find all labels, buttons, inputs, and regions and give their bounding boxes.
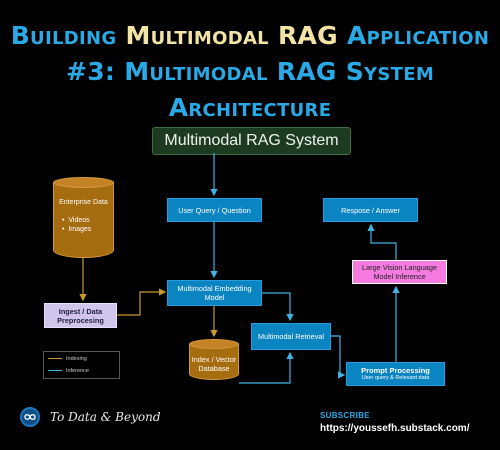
logo-text: To Data & Beyond [50,410,161,424]
title-highlight: Multimodal RAG [125,21,338,50]
title-line-3: Architecture [168,93,332,122]
page-title: Building Multimodal RAG Application #3: … [0,18,500,126]
legend-inference: Inference [48,367,89,375]
arrow-ingest-to-embedding [117,288,167,316]
prompt-processing-subtitle: User query & Relevant data [361,375,430,381]
ingest-box: Ingest / Data Preprocesing [44,303,117,328]
retrieval-box: Multimodal Retrieval [251,323,331,350]
enterprise-data-cylinder-top [53,177,114,188]
subscribe-label: SUBSCRIBE [320,411,370,420]
legend: Indexing Inference [43,351,120,379]
legend-indexing: Indexing [48,355,87,363]
response-box: Respose / Answer [323,198,418,222]
arrow-lvlm-to-response [367,223,397,260]
enterprise-data-item: • Images [62,226,92,233]
substack-link[interactable]: https://youssefh.substack.com/ [320,423,470,434]
embedding-model-box: Multimodal Embedding Model [167,280,262,306]
logo-icon [20,407,40,427]
title-line-1: Building Multimodal RAG Application [10,21,490,50]
arrow-embedding-to-retrieval [262,292,294,322]
enterprise-data-cylinder: Enterprise Data • Videos • Images [53,182,114,258]
index-database-cylinder: Index / Vector Database [189,344,239,380]
prompt-processing-box: Prompt Processing User query & Relevant … [346,362,445,386]
enterprise-data-item: • Videos [62,217,90,224]
arrow-response-to-header [349,162,371,198]
enterprise-data-title: Enterprise Data [59,199,108,206]
arrow-retrieval-to-prompt [331,335,346,379]
diagram-header: Multimodal RAG System [152,127,351,155]
user-query-box: User Query / Question [167,198,262,222]
title-line-2: #3: Multimodal RAG System [65,57,435,86]
prompt-processing-title: Prompt Processing [361,366,430,375]
lvlm-box: Large Vision Language Model Inference [352,260,447,284]
indexing-arrow-icon [48,358,62,360]
inference-arrow-icon [48,370,62,372]
index-database-label: Index / Vector Database [191,355,237,373]
index-database-cylinder-top [189,339,239,349]
arrow-index-to-retrieval [239,351,294,384]
